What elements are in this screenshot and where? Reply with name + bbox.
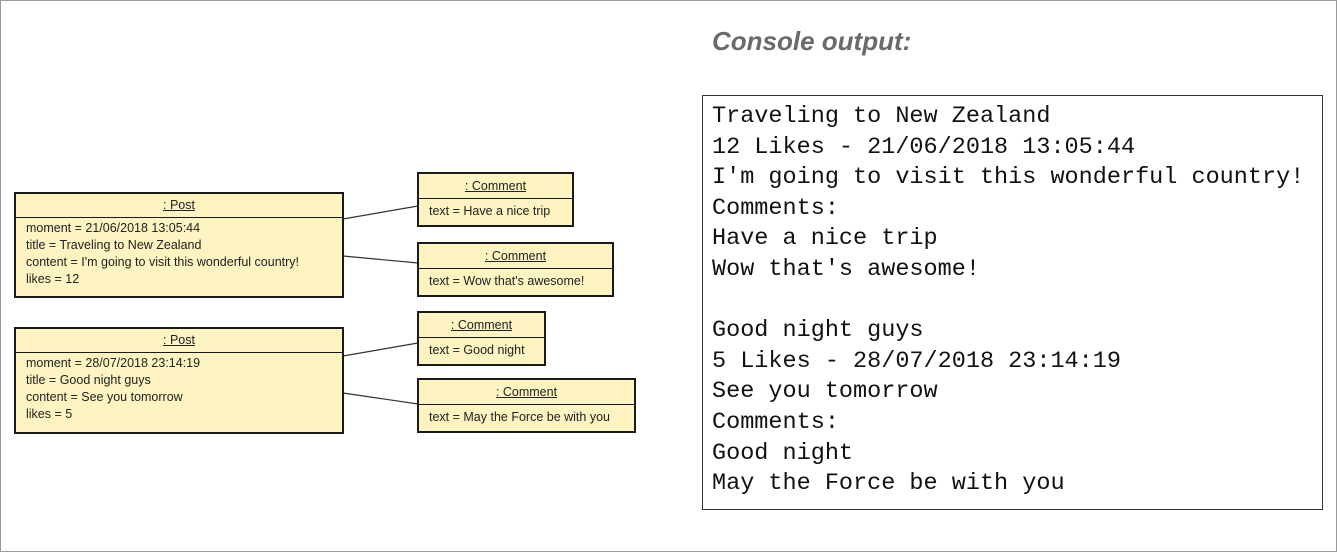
console-line: Comments: — [712, 408, 839, 436]
comment-object-2: : Comment text = Wow that's awesome! — [417, 242, 614, 297]
post-attribute: likes = 5 — [26, 407, 73, 421]
post-object-2: : Post moment = 28/07/2018 23:14:19 titl… — [14, 327, 344, 434]
console-line: Good night — [712, 439, 854, 467]
console-line: Have a nice trip — [712, 225, 938, 253]
comment-header: : Comment — [419, 313, 544, 338]
comment-attribute: text = Have a nice trip — [429, 204, 551, 218]
console-line: Traveling to New Zealand — [712, 103, 1051, 130]
post-header: : Post — [16, 194, 342, 218]
post-attribute: content = See you tomorrow — [26, 390, 183, 404]
post-header: : Post — [16, 329, 342, 353]
post-attribute: likes = 12 — [26, 272, 80, 286]
association-line — [342, 205, 419, 220]
console-line: 5 Likes - 28/07/2018 23:14:19 — [712, 347, 1121, 375]
comment-header: : Comment — [419, 244, 612, 269]
console-output-box: Traveling to New Zealand 12 Likes - 21/0… — [702, 95, 1323, 510]
association-line — [342, 342, 419, 357]
console-line: May the Force be with you — [712, 470, 1065, 498]
comment-attribute: text = Good night — [429, 343, 525, 357]
post-attribute: moment = 28/07/2018 23:14:19 — [26, 356, 201, 370]
comment-header: : Comment — [419, 174, 572, 199]
post-attributes: moment = 21/06/2018 13:05:44 title = Tra… — [16, 218, 342, 288]
console-line: 12 Likes - 21/06/2018 13:05:44 — [712, 133, 1136, 161]
console-line — [712, 286, 1322, 317]
console-line: I'm going to visit this wonderful countr… — [712, 164, 1305, 192]
post-attributes: moment = 28/07/2018 23:14:19 title = Goo… — [16, 353, 342, 423]
post-attribute: title = Traveling to New Zealand — [26, 238, 202, 252]
association-line — [342, 255, 419, 264]
comment-object-1: : Comment text = Have a nice trip — [417, 172, 574, 227]
comment-header: : Comment — [419, 380, 634, 405]
association-line — [342, 392, 419, 405]
console-line: Comments: — [712, 194, 839, 222]
comment-object-4: : Comment text = May the Force be with y… — [417, 378, 636, 433]
console-line: Wow that's awesome! — [712, 255, 980, 283]
console-line: Good night guys — [712, 317, 924, 345]
post-attribute: moment = 21/06/2018 13:05:44 — [26, 221, 201, 235]
comment-attribute: text = Wow that's awesome! — [429, 274, 585, 288]
console-title: Console output: — [712, 26, 912, 56]
comment-attribute: text = May the Force be with you — [429, 410, 610, 424]
post-attribute: title = Good night guys — [26, 373, 151, 387]
comment-object-3: : Comment text = Good night — [417, 311, 546, 366]
post-attribute: content = I'm going to visit this wonder… — [26, 255, 300, 269]
console-line: See you tomorrow — [712, 378, 938, 406]
post-object-1: : Post moment = 21/06/2018 13:05:44 titl… — [14, 192, 344, 298]
